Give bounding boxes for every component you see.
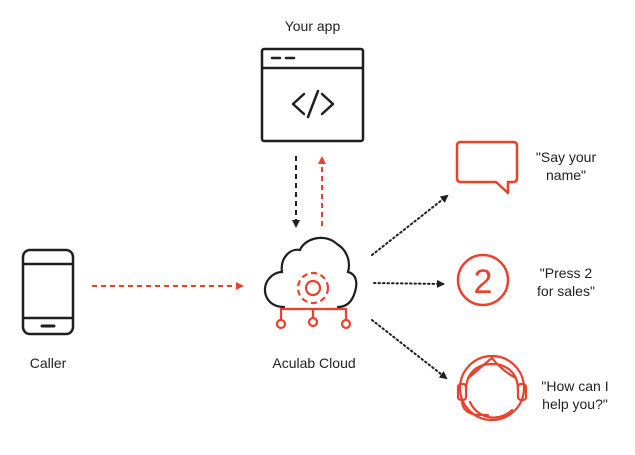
smartphone-icon xyxy=(21,248,75,336)
digit-label: 2 xyxy=(474,263,493,301)
cloud-to-dtmf-arrow xyxy=(373,279,445,288)
speech-output-text: "Say your name" xyxy=(535,149,597,183)
cloud-to-speech-arrow xyxy=(371,194,449,256)
digit-circle-icon: 2 xyxy=(456,253,510,307)
cloud-to-agent-arrow xyxy=(371,319,448,380)
cloud-gear-icon xyxy=(263,236,358,330)
code-window-icon xyxy=(260,47,365,143)
headset-agent-icon xyxy=(456,354,528,422)
agent-output-text: "How can I help you?" xyxy=(541,378,609,412)
caller-label: Caller xyxy=(29,355,67,371)
speech-bubble-icon xyxy=(455,140,519,195)
app-label: Your app xyxy=(284,18,341,34)
cloud-label: Aculab Cloud xyxy=(272,355,356,371)
dtmf-output-text: "Press 2 for sales" xyxy=(537,265,595,299)
